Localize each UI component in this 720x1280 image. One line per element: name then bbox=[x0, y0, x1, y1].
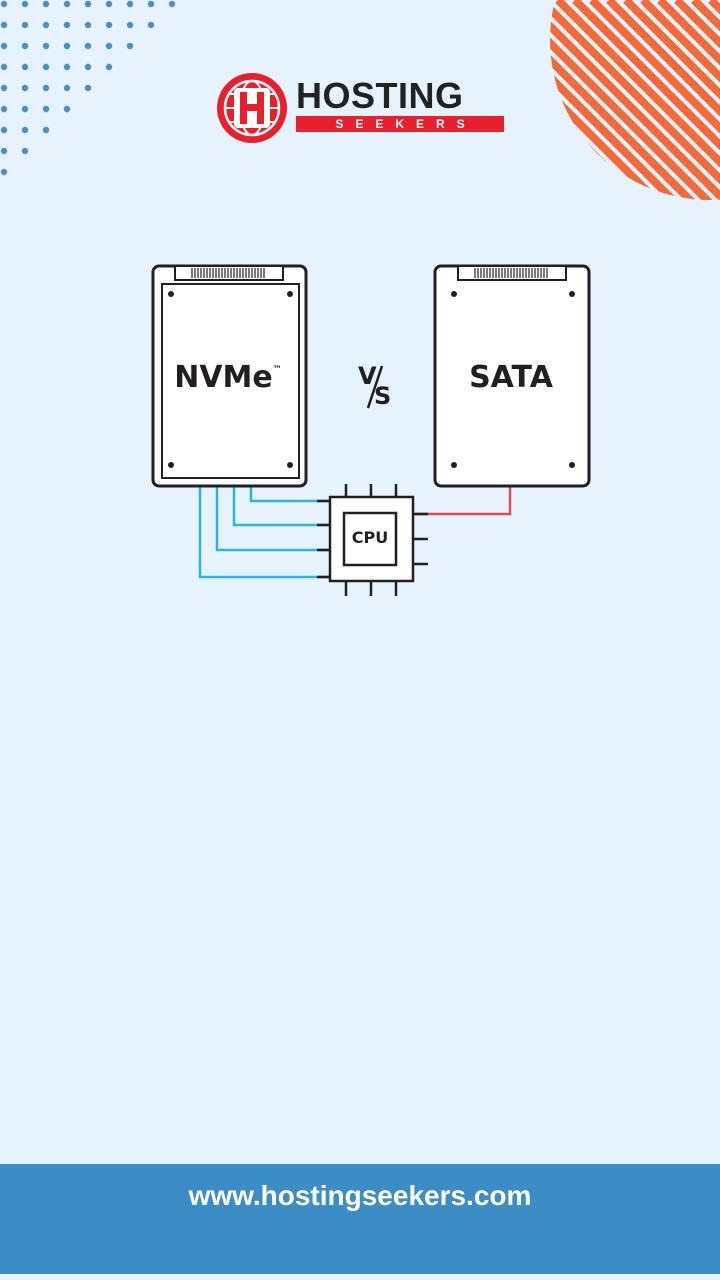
nvme-vs-sata-diagram bbox=[151, 264, 591, 596]
versus-s: S bbox=[374, 382, 392, 410]
footer-website-link[interactable]: www.hostingseekers.com bbox=[188, 1180, 532, 1211]
versus-v: V bbox=[358, 362, 377, 390]
decorative-striped-circle bbox=[550, 0, 720, 200]
brand-name: HOSTING bbox=[296, 75, 464, 116]
versus-mark: V S bbox=[356, 362, 396, 412]
sata-drive bbox=[433, 264, 591, 488]
trademark-symbol: ™ bbox=[272, 365, 282, 375]
nvme-connector-lines bbox=[198, 487, 330, 579]
nvme-label: NVMe™ bbox=[174, 360, 282, 395]
brand-subname: SEEKERS bbox=[296, 116, 504, 132]
footer-bar bbox=[0, 1164, 720, 1274]
sata-label: SATA bbox=[469, 360, 553, 395]
sata-connector-line bbox=[414, 487, 512, 516]
cpu-chip bbox=[317, 484, 428, 596]
nvme-drive bbox=[151, 264, 308, 488]
globe-h-icon bbox=[217, 73, 287, 143]
decorative-dot-grid bbox=[0, 0, 176, 176]
brand-logo: HOSTING SEEKERS bbox=[214, 70, 514, 150]
cpu-label: CPU bbox=[351, 528, 389, 547]
